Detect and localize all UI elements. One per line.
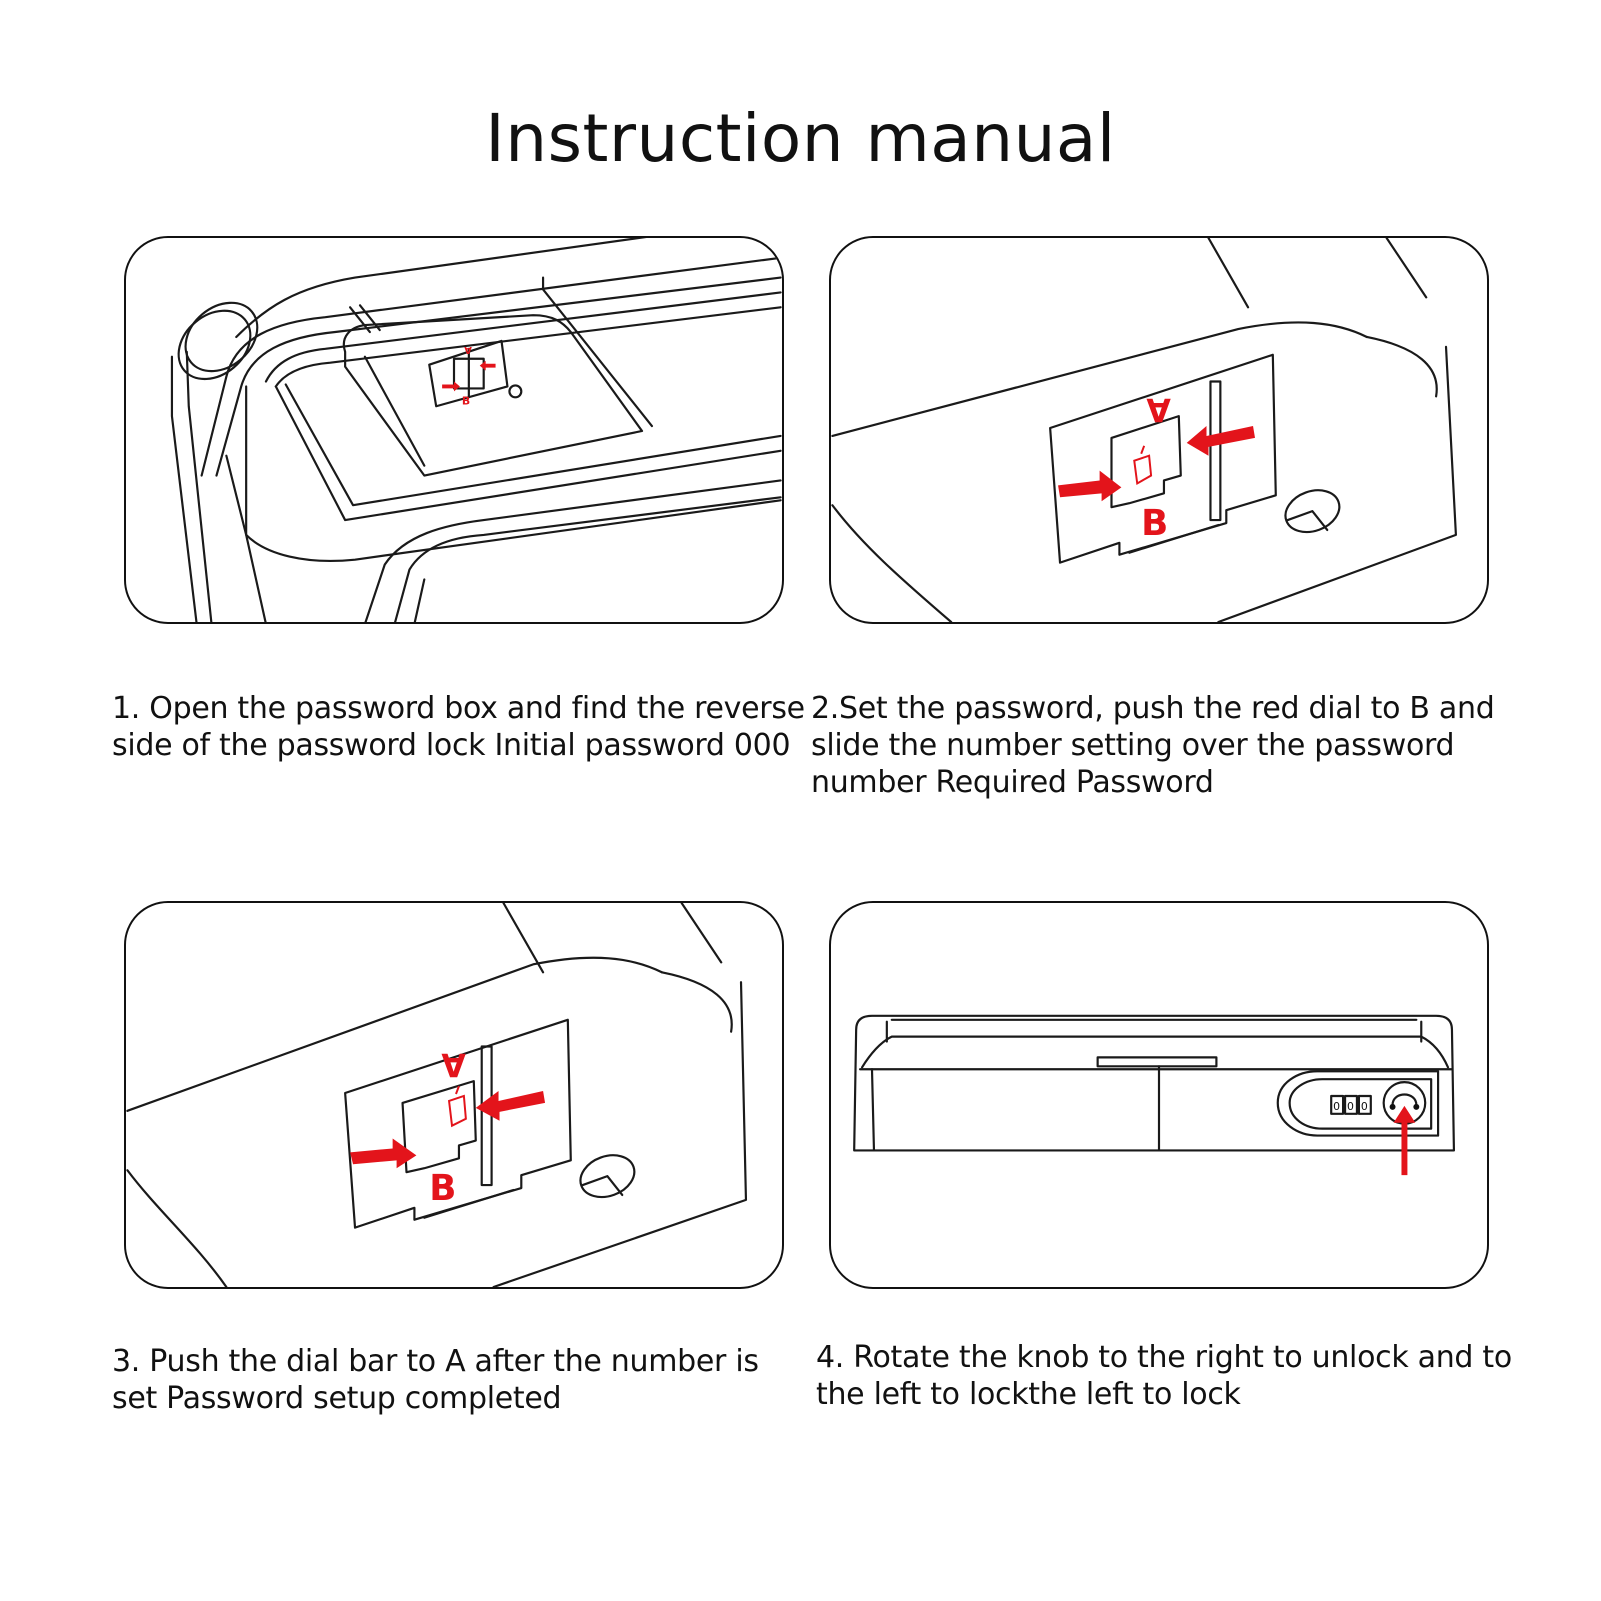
digit-3: 0 (1361, 1100, 1368, 1113)
lock-back-overview-drawing: B A (170, 238, 782, 622)
step-4-illustration: 0 0 0 (829, 901, 1489, 1289)
dial-push-to-a-drawing: B A (126, 903, 748, 1287)
digit-2: 0 (1347, 1100, 1354, 1113)
label-b: B (1141, 503, 1168, 544)
caption-line: 4. Rotate the knob to the right to unloc… (816, 1340, 1512, 1375)
caption-line: number Required Password (811, 765, 1214, 800)
step-4-caption: 4. Rotate the knob to the right to unloc… (816, 1339, 1512, 1413)
label-b: B (429, 1168, 456, 1209)
dial-push-to-b-drawing: B A (831, 238, 1457, 622)
caption-line: 2.Set the password, push the red dial to… (811, 691, 1495, 726)
label-a: A (441, 1045, 466, 1081)
digit-1: 0 (1333, 1100, 1340, 1113)
rotate-knob-drawing: 0 0 0 (853, 1014, 1456, 1176)
step-1-caption: 1. Open the password box and find the re… (112, 690, 805, 764)
step-2-illustration: B A (829, 236, 1489, 624)
caption-line: side of the password lock Initial passwo… (112, 728, 791, 763)
caption-line: 1. Open the password box and find the re… (112, 691, 805, 726)
label-a: A (1146, 390, 1171, 426)
mini-label-a: A (464, 344, 472, 355)
caption-line: the left to lockthe left to lock (816, 1377, 1241, 1412)
page-title: Instruction manual (485, 100, 1116, 177)
caption-line: slide the number setting over the passwo… (811, 728, 1455, 763)
step-1-illustration: B A (124, 236, 784, 624)
caption-line: set Password setup completed (112, 1381, 562, 1416)
step-3-illustration: B A (124, 901, 784, 1289)
caption-line: 3. Push the dial bar to A after the numb… (112, 1344, 759, 1379)
mini-label-b: B (462, 394, 470, 407)
step-2-caption: 2.Set the password, push the red dial to… (811, 690, 1495, 801)
step-3-caption: 3. Push the dial bar to A after the numb… (112, 1343, 759, 1417)
